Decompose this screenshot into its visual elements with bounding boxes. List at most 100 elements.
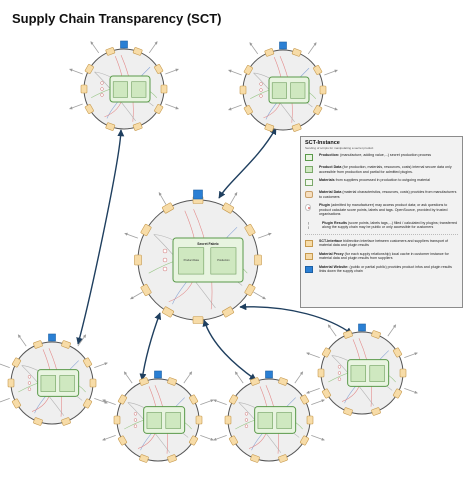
external-flow-arrow (258, 232, 272, 239)
sct-interface-icon (82, 398, 93, 409)
legend: SCT-Instance Sending of scripts for mani… (300, 136, 463, 308)
external-flow-arrow (324, 104, 338, 111)
plugin-icon (337, 377, 342, 381)
legend-item-text: bidirection interface between customers … (319, 238, 449, 248)
sct-interface-icon (299, 394, 310, 405)
external-flow-arrow (306, 352, 320, 358)
supply-connection (202, 319, 257, 381)
material-website-icon (265, 370, 273, 379)
external-flow-arrow (311, 399, 325, 405)
external-flow-arrow (253, 291, 266, 300)
legend-item: Material Proxy (for each supply relation… (305, 252, 458, 261)
material-website-icon (120, 40, 128, 49)
sct-interface-icon (167, 377, 177, 386)
external-flow-arrow (294, 371, 304, 384)
sct-interface-icon (299, 435, 310, 446)
external-flow-arrow (200, 435, 214, 441)
sct-interface-icon (392, 347, 403, 358)
external-flow-arrow (0, 398, 10, 403)
material-website-icon (154, 370, 162, 379)
external-flow-arrow (249, 42, 259, 55)
materials-icon (305, 179, 313, 187)
material-website-icon (279, 41, 287, 50)
external-flow-arrow (158, 192, 167, 205)
legend-items: Production: (manufacture, adding value,.… (305, 153, 458, 274)
external-flow-arrow (123, 371, 133, 384)
sct-interface-icon (154, 64, 164, 74)
external-flow-arrow (17, 334, 27, 347)
legend-item-text: (for each supply relationship) local cac… (319, 251, 449, 261)
legend-item: Production: (manufacture, adding value,.… (305, 153, 458, 161)
external-flow-arrow (324, 69, 338, 76)
plugin-icon (337, 365, 342, 369)
sct-interface-icon (244, 223, 256, 237)
legend-item-title: SCT-Interface (319, 238, 343, 243)
sct-interface-icon (192, 316, 204, 324)
materials-icon (369, 365, 385, 382)
sct-interface-icon (105, 47, 116, 56)
external-flow-arrow (228, 69, 242, 76)
external-flow-arrow (102, 399, 116, 405)
external-flow-arrow (327, 324, 337, 337)
legend-item-text: (score points, labels tags,...) filled /… (322, 220, 458, 230)
plugin-icon (259, 94, 263, 98)
sct-interface-icon (264, 48, 275, 57)
sct-interface-icon (371, 330, 381, 339)
supply-connection (218, 127, 277, 199)
sct-interface-icon (195, 415, 203, 425)
legend-heading: SCT-Instance (305, 140, 340, 146)
sct-interface-icon (224, 415, 232, 425)
sct-interface-icon (61, 340, 71, 349)
sct-interface-icon (132, 47, 143, 56)
external-flow-arrow (183, 371, 193, 384)
external-flow-arrow (130, 291, 143, 300)
plugin-results-icon (308, 221, 310, 229)
external-flow-arrow (234, 371, 244, 384)
external-flow-arrow (306, 388, 320, 394)
product-data-icon (257, 412, 273, 429)
plugin-icon (27, 381, 32, 385)
sct-interface-icon (33, 417, 43, 426)
sct-instance (102, 370, 214, 463)
sct-interface-icon (113, 415, 121, 425)
sct-instance (0, 333, 108, 426)
sct-interface-icon (11, 357, 22, 368)
plugin-icon (259, 82, 263, 86)
plugin-icon (162, 248, 168, 254)
materials-label: Production (217, 258, 230, 262)
sct-interface-icon (139, 454, 149, 463)
external-flow-arrow (229, 192, 238, 205)
external-flow-arrow (387, 324, 397, 337)
legend-item-title: Materials (319, 178, 335, 183)
sct-instance (306, 323, 418, 416)
external-flow-arrow (94, 398, 108, 404)
material-data-icon (305, 191, 313, 199)
external-flow-arrow (0, 363, 10, 368)
plugin-icon (133, 424, 138, 428)
sct-interface-icon (291, 123, 302, 132)
sct-interface-icon (167, 454, 177, 463)
plugin-icon (100, 81, 104, 85)
supply-chain-connections (76, 127, 353, 381)
supply-connection (76, 129, 125, 345)
sct-interface-icon (244, 283, 256, 297)
sct-interface-icon (343, 330, 353, 339)
sct-interface-icon (117, 435, 128, 446)
legend-item-text: (manufacture, adding value,...) secret p… (339, 153, 432, 157)
sct-instance (228, 41, 338, 132)
sct-interface-icon (140, 283, 152, 297)
sct-interface-icon (321, 347, 332, 358)
sct-interface-icon (250, 454, 260, 463)
sct-interface-icon (161, 306, 175, 318)
sct-instance (69, 40, 179, 131)
sct-interface-icon (291, 48, 302, 57)
sct-instance (213, 370, 325, 463)
sct-interface-icon (7, 378, 15, 388)
sct-interface-icon (84, 64, 94, 74)
sct-interface-icon (161, 202, 175, 214)
legend-item-title: Product Data (319, 165, 342, 170)
external-flow-arrow (69, 68, 83, 75)
sct-interface-icon (105, 122, 116, 131)
